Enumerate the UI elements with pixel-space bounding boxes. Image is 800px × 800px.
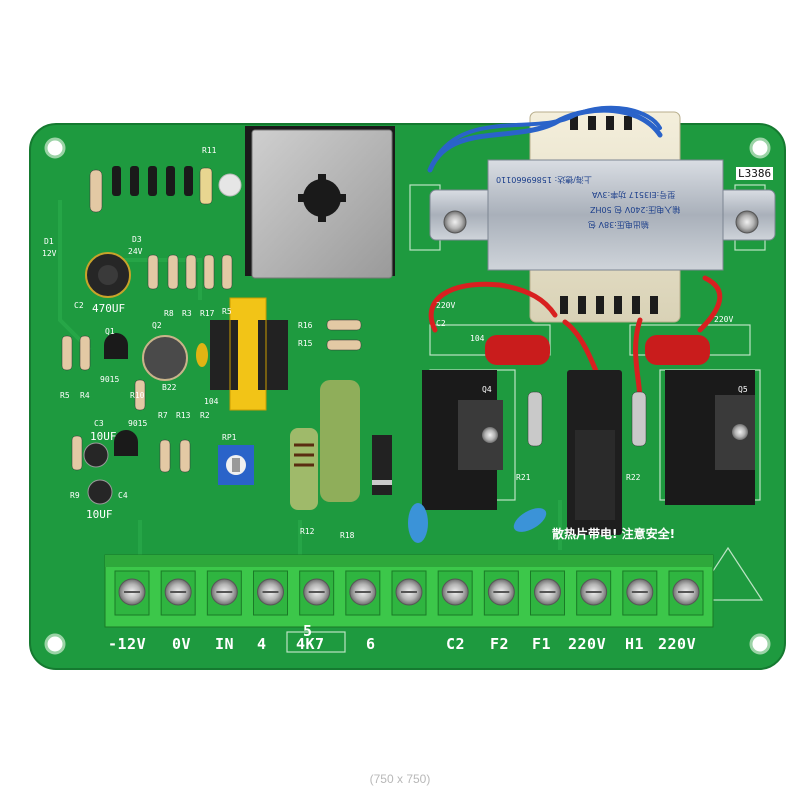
label-d1-v: 12V (42, 249, 57, 258)
terminal-label-h1: H1 (625, 635, 645, 653)
label-c2-value: 470UF (92, 302, 126, 315)
label-d3: D3 (132, 235, 142, 244)
label-d3-v: 24V (128, 247, 143, 256)
label-b22: B22 (162, 383, 177, 392)
transformer-text-3: 输出电压:38V 包 (588, 220, 649, 229)
heatsink-right (665, 370, 755, 505)
label-r11: R11 (202, 146, 217, 155)
terminal-block (104, 554, 714, 628)
diodes (112, 166, 193, 196)
trim-potentiometer (218, 445, 254, 485)
terminal-label-f1: F1 (532, 635, 552, 653)
label-d1: D1 (44, 237, 54, 246)
label-r5: R5 (60, 391, 70, 400)
label-c4: C4 (118, 491, 128, 500)
transformer (429, 111, 776, 323)
label-r7: R7 (158, 411, 168, 420)
label-220v-right: 220V (714, 315, 734, 324)
terminal-label-4: 4 (257, 635, 267, 653)
pot-marking-6: 6 (366, 635, 376, 653)
warning-text: 散热片带电! 注意安全! (552, 527, 676, 541)
label-r21: R21 (516, 473, 531, 482)
image-size-caption: (750 x 750) (369, 772, 431, 786)
transformer-text-4: 上海/德达: 15869660110 (496, 175, 592, 184)
small-resistors (61, 167, 647, 473)
label-c4-value: 10UF (86, 508, 113, 521)
label-r13: R13 (176, 411, 191, 420)
label-r17: R17 (200, 309, 215, 318)
label-r4: R4 (80, 391, 90, 400)
label-r2: R2 (200, 411, 210, 420)
label-c2: C2 (74, 301, 84, 310)
model-label: L3386 (736, 167, 774, 180)
terminal-label-220v-2: 220V (658, 635, 697, 653)
label-r10: R10 (130, 391, 145, 400)
transformer-text-1: 型号:EI3517 功率:3VA (592, 190, 676, 199)
label-r15: R15 (298, 339, 313, 348)
label-r16: R16 (298, 321, 313, 330)
transistors (104, 333, 138, 456)
label-q3-part: 9015 (128, 419, 148, 428)
label-rp1: RP1 (222, 433, 237, 442)
pulse-transformer (210, 297, 288, 411)
label-q5: Q5 (738, 385, 748, 394)
label-r8: R8 (164, 309, 174, 318)
pot-marking-value: 4K7 (296, 635, 325, 653)
label-c2b: C2 (436, 319, 446, 328)
terminal-label-f2: F2 (490, 635, 510, 653)
label-r3: R3 (182, 309, 192, 318)
terminal-label-2: 0V (172, 635, 192, 653)
label-c3: C3 (94, 419, 104, 428)
electrolytic-capacitors (83, 252, 131, 505)
terminal-label-3: IN (215, 635, 235, 653)
transformer-text-2: 输入电压:240V 包 50HZ (590, 205, 681, 214)
round-component (142, 335, 208, 381)
label-q4: Q4 (482, 385, 492, 394)
label-q1: Q1 (105, 327, 115, 336)
led (218, 173, 242, 197)
label-q1-part: 9015 (100, 375, 120, 384)
heatsink-left (422, 370, 503, 510)
label-c3-value: 10UF (90, 430, 117, 443)
black-relay (567, 370, 622, 535)
film-capacitors (485, 335, 710, 365)
label-r12: R12 (300, 527, 315, 536)
label-220v-left: 220V (436, 301, 456, 310)
bridge-rectifier (245, 126, 395, 279)
terminal-label-c2: C2 (446, 635, 466, 653)
label-r22: R22 (626, 473, 641, 482)
pot-marking-5: 5 (303, 622, 313, 640)
power-resistors (290, 380, 392, 510)
label-104b: 104 (470, 334, 485, 343)
mounting-holes (44, 137, 771, 655)
terminal-label-220v-1: 220V (568, 635, 607, 653)
label-q2: Q2 (152, 321, 162, 330)
terminal-label-1: -12V (108, 635, 147, 653)
label-r18: R18 (340, 531, 355, 540)
label-104: 104 (204, 397, 219, 406)
label-r5a: R5 (222, 307, 232, 316)
label-r9: R9 (70, 491, 80, 500)
ceramic-capacitors (408, 503, 547, 543)
